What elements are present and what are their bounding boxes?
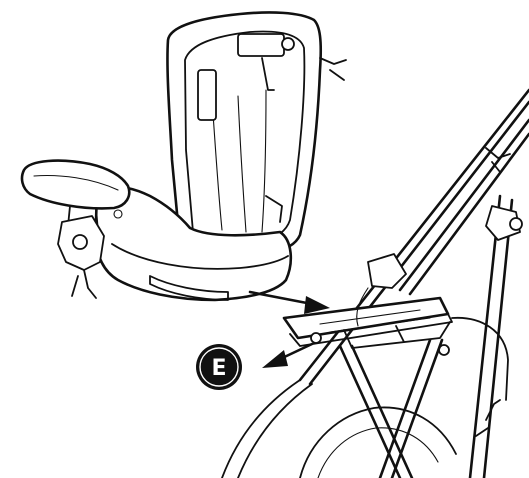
- rear-tube-a: [398, 118, 529, 292]
- circle-letter-icon: [196, 344, 242, 390]
- cross-tube-b: [395, 325, 405, 343]
- scissor-tube-d: [390, 338, 444, 478]
- seat-pan-base: [149, 275, 229, 301]
- back-bracket-lever: [261, 57, 275, 91]
- mechanism-lever: [71, 269, 97, 299]
- scissor-tube-b: [350, 344, 414, 478]
- back-bracket-side: [197, 69, 217, 121]
- wheel-arc-inner: [317, 427, 439, 478]
- back-side-handle: [319, 57, 347, 81]
- back-knob: [281, 37, 295, 51]
- callout-badge: E: [196, 344, 242, 390]
- seat-assembly: [20, 11, 347, 302]
- rail-knob-left: [310, 332, 322, 344]
- arrow-head-seat: [304, 296, 330, 314]
- upright-clamp-knob: [509, 217, 523, 231]
- rear-upright-a: [468, 194, 502, 478]
- front-frame-curve: [221, 379, 301, 478]
- removal-arrows: [248, 290, 330, 368]
- seat-rail-slot-b: [329, 317, 431, 333]
- mechanism-pin: [113, 209, 123, 219]
- rear-frame-curve: [451, 316, 509, 401]
- seat-rail-slot-a: [319, 309, 421, 325]
- arrow-head-callout: [262, 350, 288, 368]
- rear-tube-b: [408, 132, 529, 296]
- seat-back-rib-right: [261, 89, 267, 233]
- seat-rail-lower: [289, 313, 453, 347]
- arrow-icon: [248, 290, 314, 306]
- rear-upright-b: [482, 198, 514, 478]
- brake-lever: [485, 147, 511, 173]
- scissor-tube-a: [338, 344, 402, 478]
- callout-ring: [199, 347, 239, 387]
- seat-pan-lip: [111, 243, 289, 270]
- lower-lever: [475, 399, 501, 437]
- armrest-pad-line: [33, 174, 119, 191]
- cable: [356, 287, 369, 327]
- seat-back-rib-mid: [237, 95, 247, 233]
- cross-tube-a: [343, 321, 451, 349]
- wheelchair-frame: [221, 88, 529, 478]
- mechanism-bolt: [72, 234, 88, 250]
- callout-label: E: [211, 356, 226, 381]
- back-lower-latch: [265, 195, 283, 223]
- scissor-tube-c: [378, 338, 432, 478]
- upright-clamp: [485, 205, 521, 241]
- front-frame-curve-inner: [237, 383, 313, 478]
- back-bracket-upper: [237, 33, 285, 57]
- armrest: [20, 159, 131, 210]
- seat-mount-bracket: [367, 253, 407, 289]
- wheel-arc-outer: [299, 406, 457, 478]
